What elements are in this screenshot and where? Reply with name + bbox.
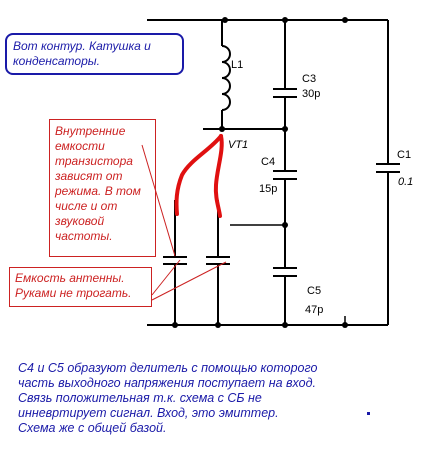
label-c4-value: 15p — [259, 183, 278, 195]
label-c5-value: 47p — [305, 304, 324, 316]
note-line: режима. В том — [55, 184, 141, 198]
internal-capacitor-left — [163, 200, 187, 325]
note-line: зависят от — [55, 169, 123, 183]
capacitor-c1 — [345, 19, 400, 325]
label-c3-value: 30p — [302, 88, 321, 100]
label-c3: C3 — [302, 73, 317, 85]
label-c4: C4 — [261, 156, 276, 168]
explanation-line: инневртирует сигнал. Вход, это эмиттер. — [18, 406, 279, 420]
antenna-note: Емкость антенны. Руками не трогать. — [9, 267, 152, 307]
explanation-line: C4 и C5 образуют делитель с помощью кото… — [18, 361, 318, 375]
explanation-text: C4 и C5 образуют делитель с помощью кото… — [18, 361, 418, 436]
label-c1-value: 0.1 — [398, 176, 414, 188]
note-line: Руками не трогать. — [15, 286, 132, 300]
capacitor-c4 — [273, 129, 297, 225]
explanation-line: Связь положительная т.к. схема с СБ не — [18, 391, 262, 405]
label-l1: L1 — [231, 59, 244, 71]
explanation-line: часть выходного напряжения поступает на … — [18, 376, 316, 390]
transistor-highlight — [174, 134, 224, 218]
note-line: Емкость антенны. — [15, 271, 125, 285]
label-vt1: VT1 — [228, 139, 249, 151]
label-c1: C1 — [397, 149, 412, 161]
explanation-line: Схема же с общей базой. — [18, 421, 167, 435]
note-line: Внутренние — [55, 124, 126, 138]
circuit-note: Вот контур. Катушка и конденсаторы. — [5, 33, 184, 75]
note-line: частоты. — [55, 229, 113, 243]
inductor-l1 — [221, 20, 231, 129]
internal-capacitor-right — [206, 200, 230, 325]
annotation-pointers — [141, 144, 227, 301]
internal-capacitance-note: Внутренние емкости транзистора зависят о… — [49, 119, 156, 257]
note-line: звуковой — [55, 214, 105, 228]
capacitor-c3 — [273, 20, 297, 129]
note-line: емкости — [55, 139, 105, 153]
circuit-note-text: Вот контур. Катушка и конденсаторы. — [13, 39, 151, 68]
label-c5: C5 — [307, 285, 322, 297]
note-line: транзистора — [55, 154, 133, 168]
stray-mark — [367, 412, 370, 415]
note-line: числе и от — [55, 199, 118, 213]
capacitor-c5 — [273, 225, 297, 325]
